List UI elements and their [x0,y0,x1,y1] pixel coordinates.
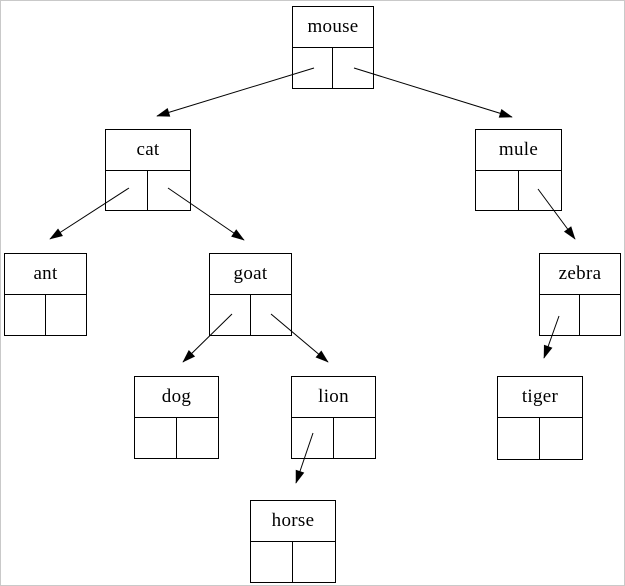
node-label-zebra: zebra [540,254,620,295]
left-pointer-cell [210,295,251,335]
node-pointer-cells [293,48,373,88]
node-pointer-cells [5,295,86,335]
node-label-mouse: mouse [293,7,373,48]
left-pointer-cell [135,418,177,458]
right-pointer-cell [46,295,87,335]
left-pointer-cell [5,295,46,335]
right-pointer-cell [334,418,376,458]
right-pointer-cell [580,295,620,335]
left-pointer-cell [476,171,519,210]
node-label-dog: dog [135,377,218,418]
right-pointer-cell [251,295,292,335]
right-pointer-cell [519,171,562,210]
tree-node-tiger: tiger [497,376,583,460]
tree-node-zebra: zebra [539,253,621,336]
tree-node-lion: lion [291,376,376,459]
tree-node-dog: dog [134,376,219,459]
node-label-goat: goat [210,254,291,295]
node-pointer-cells [292,418,375,458]
node-label-ant: ant [5,254,86,295]
left-pointer-cell [292,418,334,458]
node-pointer-cells [210,295,291,335]
node-label-lion: lion [292,377,375,418]
right-pointer-cell [293,542,335,582]
node-label-cat: cat [106,130,190,171]
node-pointer-cells [498,418,582,459]
right-pointer-cell [333,48,373,88]
node-pointer-cells [476,171,561,210]
node-label-tiger: tiger [498,377,582,418]
right-pointer-cell [177,418,219,458]
node-pointer-cells [106,171,190,210]
node-pointer-cells [135,418,218,458]
tree-node-ant: ant [4,253,87,336]
left-pointer-cell [498,418,540,459]
tree-node-goat: goat [209,253,292,336]
left-pointer-cell [106,171,148,210]
tree-node-cat: cat [105,129,191,211]
tree-node-mule: mule [475,129,562,211]
edge-mouse-left-cat [156,67,315,117]
left-pointer-cell [540,295,580,335]
node-pointer-cells [540,295,620,335]
left-pointer-cell [251,542,293,582]
node-label-horse: horse [251,501,335,542]
tree-node-mouse: mouse [292,6,374,89]
right-pointer-cell [540,418,582,459]
node-pointer-cells [251,542,335,582]
edge-mouse-right-mule [353,67,513,118]
right-pointer-cell [148,171,190,210]
left-pointer-cell [293,48,333,88]
tree-node-horse: horse [250,500,336,583]
node-label-mule: mule [476,130,561,171]
